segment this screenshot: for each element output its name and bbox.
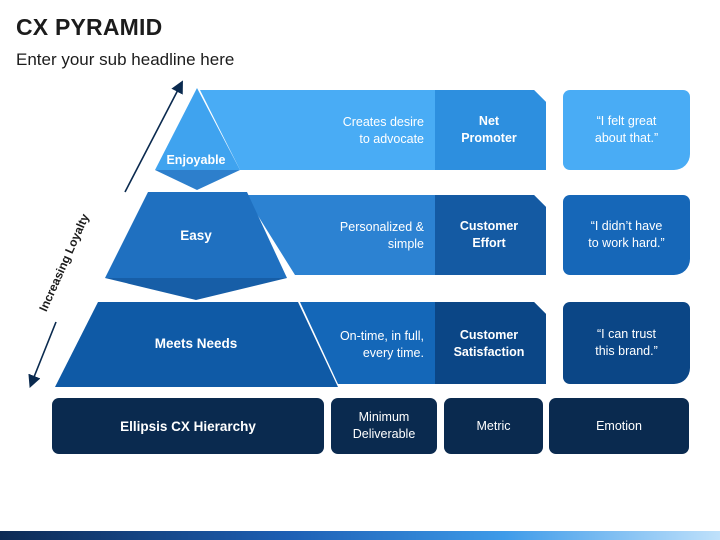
emotion-box-easy	[563, 195, 690, 275]
minimum-meets-needs: On-time, in full,every time.	[339, 329, 424, 360]
page-subtitle: Enter your sub headline here	[16, 50, 235, 69]
page-title: CX PYRAMID	[16, 14, 163, 40]
footer-metric: Metric	[444, 398, 543, 454]
metric-block-customer-satisfaction	[435, 302, 546, 384]
tier-label-easy: Easy	[180, 227, 212, 243]
metric-block-customer-effort	[435, 195, 546, 275]
pyramid-top-shade	[155, 170, 240, 190]
pyramid-middle-shade	[105, 278, 287, 300]
minimum-easy: Personalized &simple	[339, 220, 424, 251]
bottom-gradient-bar	[0, 531, 720, 540]
emotion-box-meets-needs	[563, 302, 690, 384]
loyalty-arrow-down	[28, 321, 57, 388]
pyramid-top	[155, 88, 240, 170]
tier-label-meets-needs: Meets Needs	[154, 335, 238, 351]
loyalty-arrow-up	[124, 80, 183, 193]
footer-emotion: Emotion	[549, 398, 689, 454]
tier-label-enjoyable: Enjoyable	[166, 152, 226, 167]
pyramid-middle	[105, 192, 287, 278]
pyramid-bottom	[55, 302, 338, 387]
metric-block-net-promoter	[435, 90, 546, 170]
emotion-box-enjoyable	[563, 90, 690, 170]
footer-hierarchy: Ellipsis CX Hierarchy	[52, 398, 324, 454]
